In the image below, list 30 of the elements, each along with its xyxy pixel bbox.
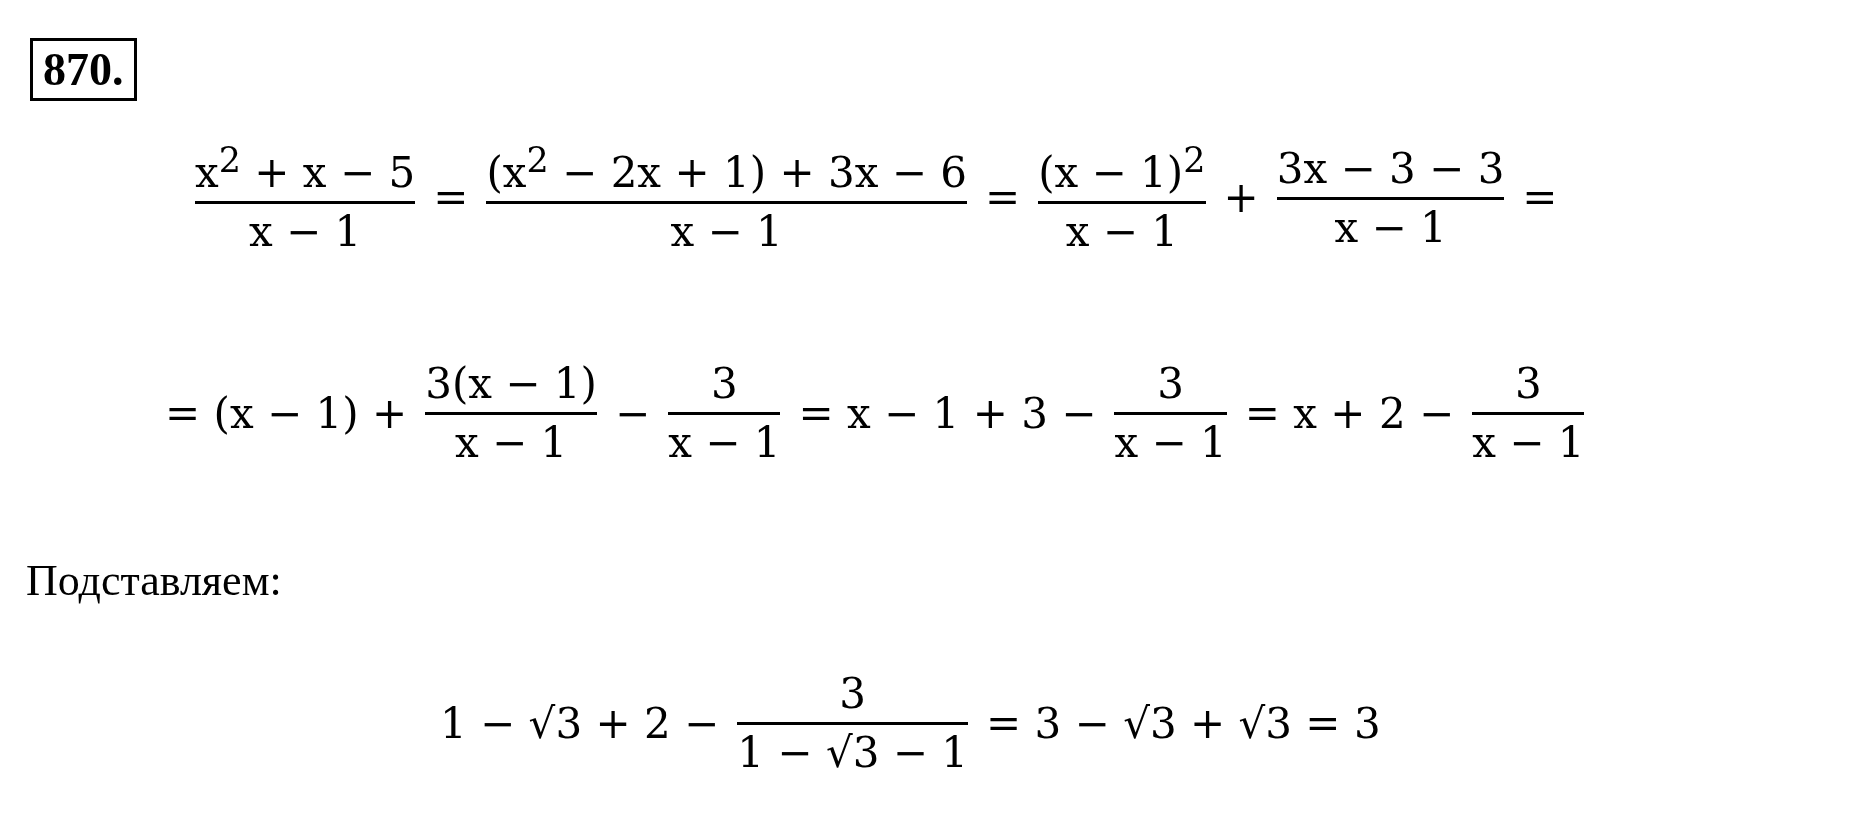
math-expression: 1 − √3 + 2 −	[440, 699, 720, 748]
denominator: 1 − √3 − 1	[737, 729, 968, 778]
denominator: x − 1	[668, 419, 781, 468]
math-expression: = x + 2 −	[1244, 389, 1455, 438]
numerator: (x$^{2}$ − 2x + 1) + 3x − 6	[486, 140, 967, 198]
denominator: x − 1	[1334, 203, 1447, 253]
numerator: 3	[1514, 360, 1542, 409]
math-expression: = x − 1 + 3 −	[798, 389, 1097, 438]
numerator: 3	[710, 360, 738, 409]
math-expression: +	[1223, 174, 1259, 223]
numerator: 3x − 3 − 3	[1276, 144, 1505, 193]
numerator: 3	[839, 670, 866, 719]
denominator: x − 1	[1065, 208, 1178, 257]
math-expression: =	[1522, 174, 1558, 223]
math-expression: = 3 − √3 + √3 = 3	[986, 699, 1381, 748]
math-expression: =	[984, 174, 1021, 223]
problem-number: 870.	[30, 38, 137, 101]
numerator: x$^{2}$ + x − 5	[195, 140, 416, 198]
numerator: 3(x − 1)	[425, 360, 597, 409]
math-expression: −	[614, 389, 651, 438]
numerator: 3	[1157, 360, 1184, 409]
denominator: x − 1	[454, 419, 568, 468]
numerator: (x − 1)$^{2}$	[1038, 140, 1206, 198]
denominator: x − 1	[248, 208, 362, 257]
denominator: x − 1	[1472, 419, 1585, 468]
heading-text: Подставляем:	[26, 555, 282, 606]
math-expression: = (x − 1) +	[165, 389, 408, 438]
math-expression: =	[433, 174, 469, 223]
denominator: x − 1	[1114, 419, 1227, 468]
denominator: x − 1	[670, 208, 783, 257]
